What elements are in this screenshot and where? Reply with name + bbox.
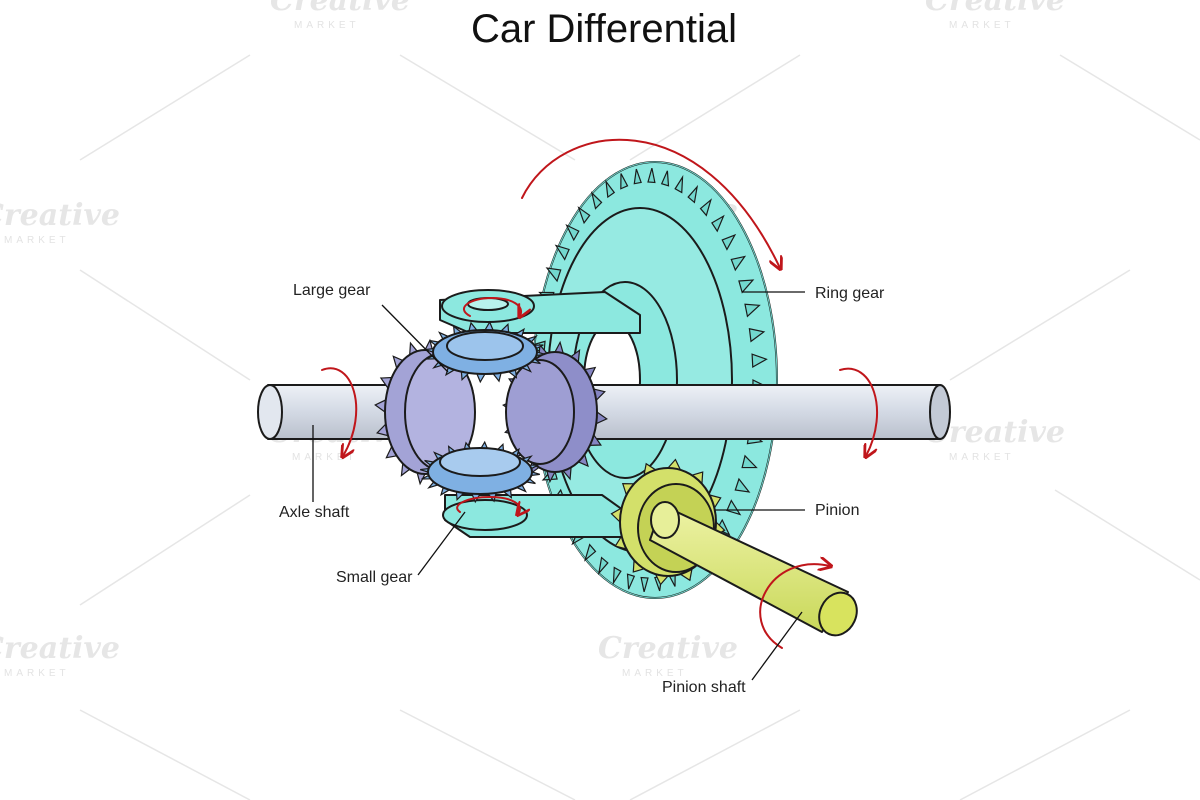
gear-tooth	[721, 233, 737, 251]
gear-tooth	[738, 279, 755, 294]
gear-tooth	[741, 454, 758, 469]
gear-tooth	[716, 518, 731, 537]
gear-tooth	[640, 576, 649, 593]
svg-text:Creative: Creative	[925, 0, 1065, 18]
small-gear-rotation-arrow	[456, 495, 520, 514]
leader-lines	[312, 291, 805, 681]
svg-text:MARKET: MARKET	[949, 20, 1015, 31]
label-large-gear: Large gear	[293, 282, 371, 299]
gear-tooth	[565, 223, 580, 242]
small-gear-top	[425, 320, 545, 384]
gear-tooth	[612, 566, 622, 586]
left-axle-rotation-arrow	[321, 367, 358, 456]
gear-tooth	[647, 167, 656, 184]
gear-tooth	[626, 573, 636, 590]
gear-tooth	[633, 168, 642, 185]
watermark-logo: Creative MARKET	[0, 631, 120, 679]
svg-text:MARKET: MARKET	[294, 20, 360, 31]
gear-tooth	[751, 353, 768, 369]
large-gear-rotation-arrow	[463, 296, 521, 316]
diagram-title: Car Differential	[471, 7, 737, 51]
gear-tooth	[554, 244, 570, 261]
small-gear-bottom	[420, 440, 540, 504]
gear-tooth	[660, 170, 670, 187]
label-pinion: Pinion	[815, 502, 859, 519]
watermark-logo: Creative MARKET	[598, 631, 738, 679]
axle-shaft-right	[559, 384, 951, 440]
gear-tooth	[730, 255, 747, 272]
label-pinion-shaft: Pinion shaft	[662, 679, 746, 696]
gear-tooth	[584, 543, 597, 562]
gear-tooth	[597, 556, 609, 576]
watermark-logo: Creative MARKET	[270, 0, 410, 31]
label-ring-gear: Ring gear	[815, 285, 885, 302]
pinion-shaft-leader	[751, 611, 803, 681]
small-gear-leader	[417, 511, 466, 576]
label-axle-shaft: Axle shaft	[279, 504, 350, 521]
watermark-lines	[79, 54, 1200, 800]
gear-tooth	[699, 198, 712, 217]
gear-tooth	[577, 206, 591, 225]
gear-tooth	[545, 267, 562, 283]
svg-text:MARKET: MARKET	[949, 452, 1015, 463]
gear-tooth	[711, 214, 725, 233]
pinion-shaft	[649, 501, 858, 637]
svg-text:MARKET: MARKET	[4, 235, 70, 246]
svg-text:MARKET: MARKET	[622, 668, 688, 679]
gear-tooth	[734, 477, 751, 493]
svg-text:MARKET: MARKET	[292, 452, 358, 463]
large-gear-right	[502, 340, 608, 484]
right-axle-rotation-arrow	[839, 367, 879, 456]
gear-tooth	[674, 174, 684, 194]
gear-tooth	[620, 173, 629, 190]
svg-text:Creative: Creative	[270, 0, 410, 18]
pinion-shaft-rotation-arrow	[759, 564, 830, 649]
rotation-arrows	[321, 138, 879, 649]
part-labels: Ring gear Large gear Axle shaft Small ge…	[279, 282, 885, 696]
watermark-logo: Creative MARKET	[925, 0, 1065, 31]
svg-text:Creative: Creative	[598, 631, 738, 666]
gear-tooth	[748, 327, 766, 343]
gear-tooth	[687, 184, 699, 204]
label-small-gear: Small gear	[336, 569, 413, 586]
svg-text:MARKET: MARKET	[4, 668, 70, 679]
watermark-logo: Creative MARKET	[0, 198, 120, 246]
svg-text:Creative: Creative	[0, 631, 120, 666]
gear-tooth	[605, 179, 616, 199]
large-gear-leader	[381, 304, 449, 373]
gear-tooth	[726, 499, 742, 516]
gear-tooth	[590, 191, 603, 210]
svg-text:Creative: Creative	[0, 198, 120, 233]
gear-tooth	[744, 303, 761, 318]
ring-gear-rotation-arrow	[521, 138, 780, 268]
